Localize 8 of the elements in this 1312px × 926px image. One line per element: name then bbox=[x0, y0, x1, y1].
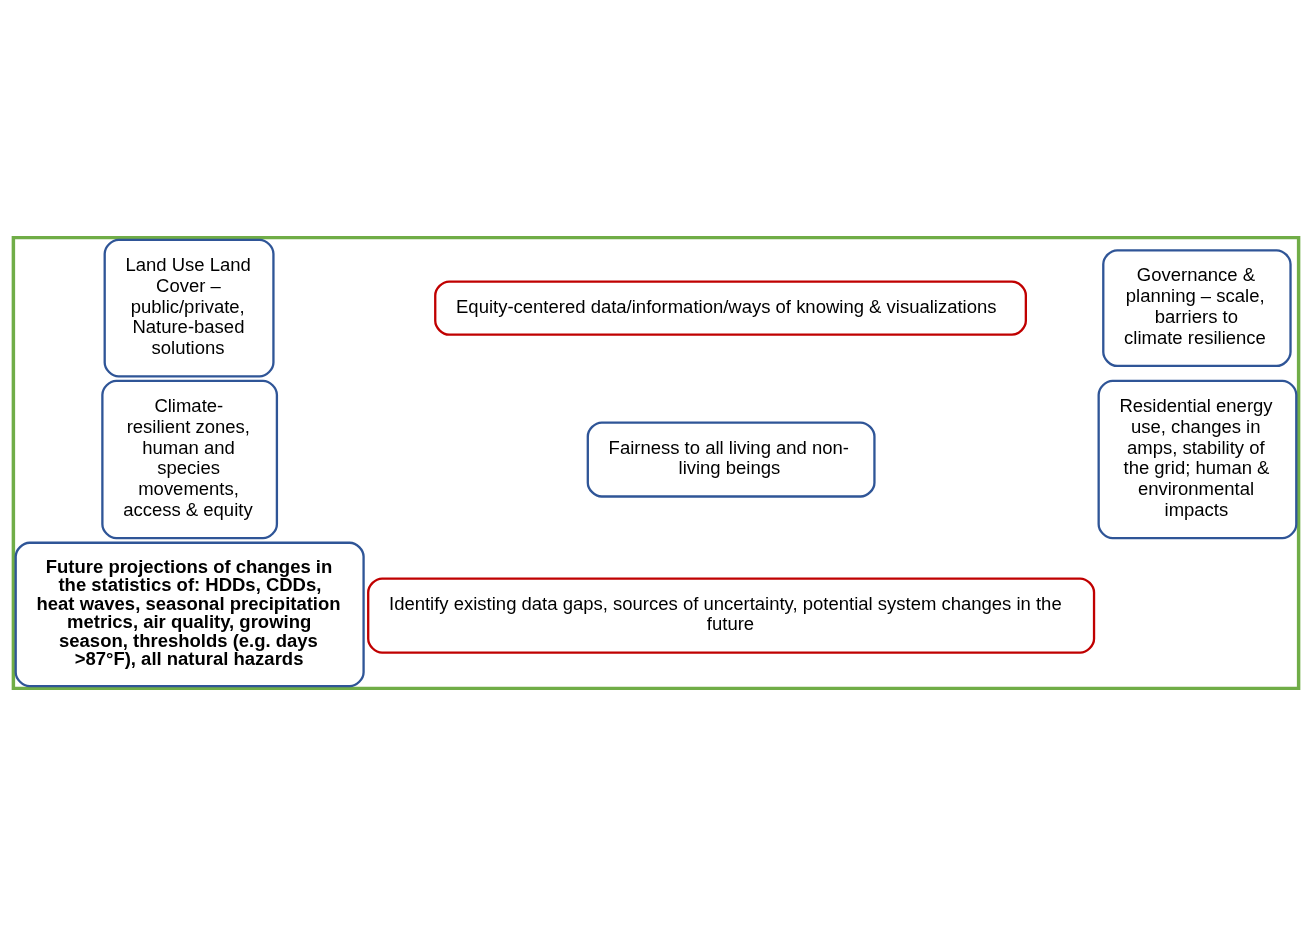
node-box: Future projections of changes in the statistics of: HDDs, CDDs, heat waves, seasonal precipitation metrics, air quality, growing season, thresholds (e.g. days >87°F), all natural hazards bbox=[14, 541, 365, 688]
node-box: Residential energy use, changes in amps, stability of the grid; human & environmental impacts bbox=[1097, 379, 1298, 540]
node-box: Identify existing data gaps, sources of uncertainty, potential system changes in the future bbox=[367, 577, 1096, 654]
node-box: Governance & planning – scale, barriers to climate resilience bbox=[1102, 249, 1292, 368]
node-box: Equity-centered data/information/ways of knowing & visualizations bbox=[434, 280, 1027, 336]
node-box: Land Use Land Cover – public/private, Nature-based solutions bbox=[103, 238, 275, 378]
node-box: Climate-resilient zones, human and species movements, access & equity bbox=[101, 379, 279, 540]
node-box: Fairness to all living and non-living beings bbox=[586, 421, 876, 498]
